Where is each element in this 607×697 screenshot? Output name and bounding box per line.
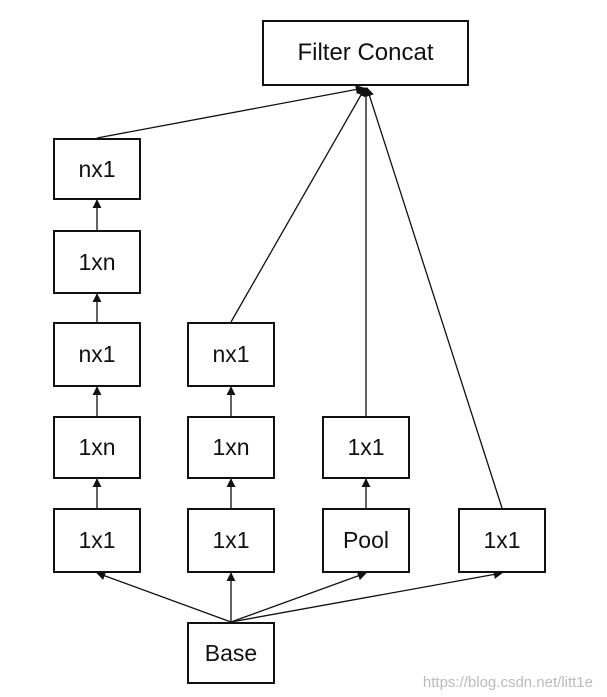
branch1-1x1-node: 1x1 xyxy=(53,508,141,573)
watermark-text: https://blog.csdn.net/litt1e xyxy=(422,674,593,691)
edge-b1-to-concat xyxy=(96,85,365,139)
edge-b2-to-concat xyxy=(230,87,366,323)
branch1-1xn-top-node: 1xn xyxy=(53,230,141,294)
branch2-1x1-node: 1x1 xyxy=(187,508,275,573)
edge-base-to-b1-1x1 xyxy=(96,571,232,623)
branch1-1xn-mid-node: 1xn xyxy=(53,416,141,479)
branch1-nx1-mid-node: nx1 xyxy=(53,322,141,387)
base-node: Base xyxy=(187,622,275,684)
edge-base-to-b4-1x1 xyxy=(230,569,503,623)
filter-concat-node: Filter Concat xyxy=(262,20,469,86)
branch2-1xn-node: 1xn xyxy=(187,416,275,479)
edge-base-to-pool xyxy=(230,571,367,623)
branch3-pool-node: Pool xyxy=(322,508,410,573)
branch2-nx1-node: nx1 xyxy=(187,322,275,387)
branch1-nx1-top-node: nx1 xyxy=(53,138,141,200)
edge-b4-to-concat xyxy=(365,87,503,509)
branch3-1x1-node: 1x1 xyxy=(322,416,410,479)
branch4-1x1-node: 1x1 xyxy=(458,508,546,573)
